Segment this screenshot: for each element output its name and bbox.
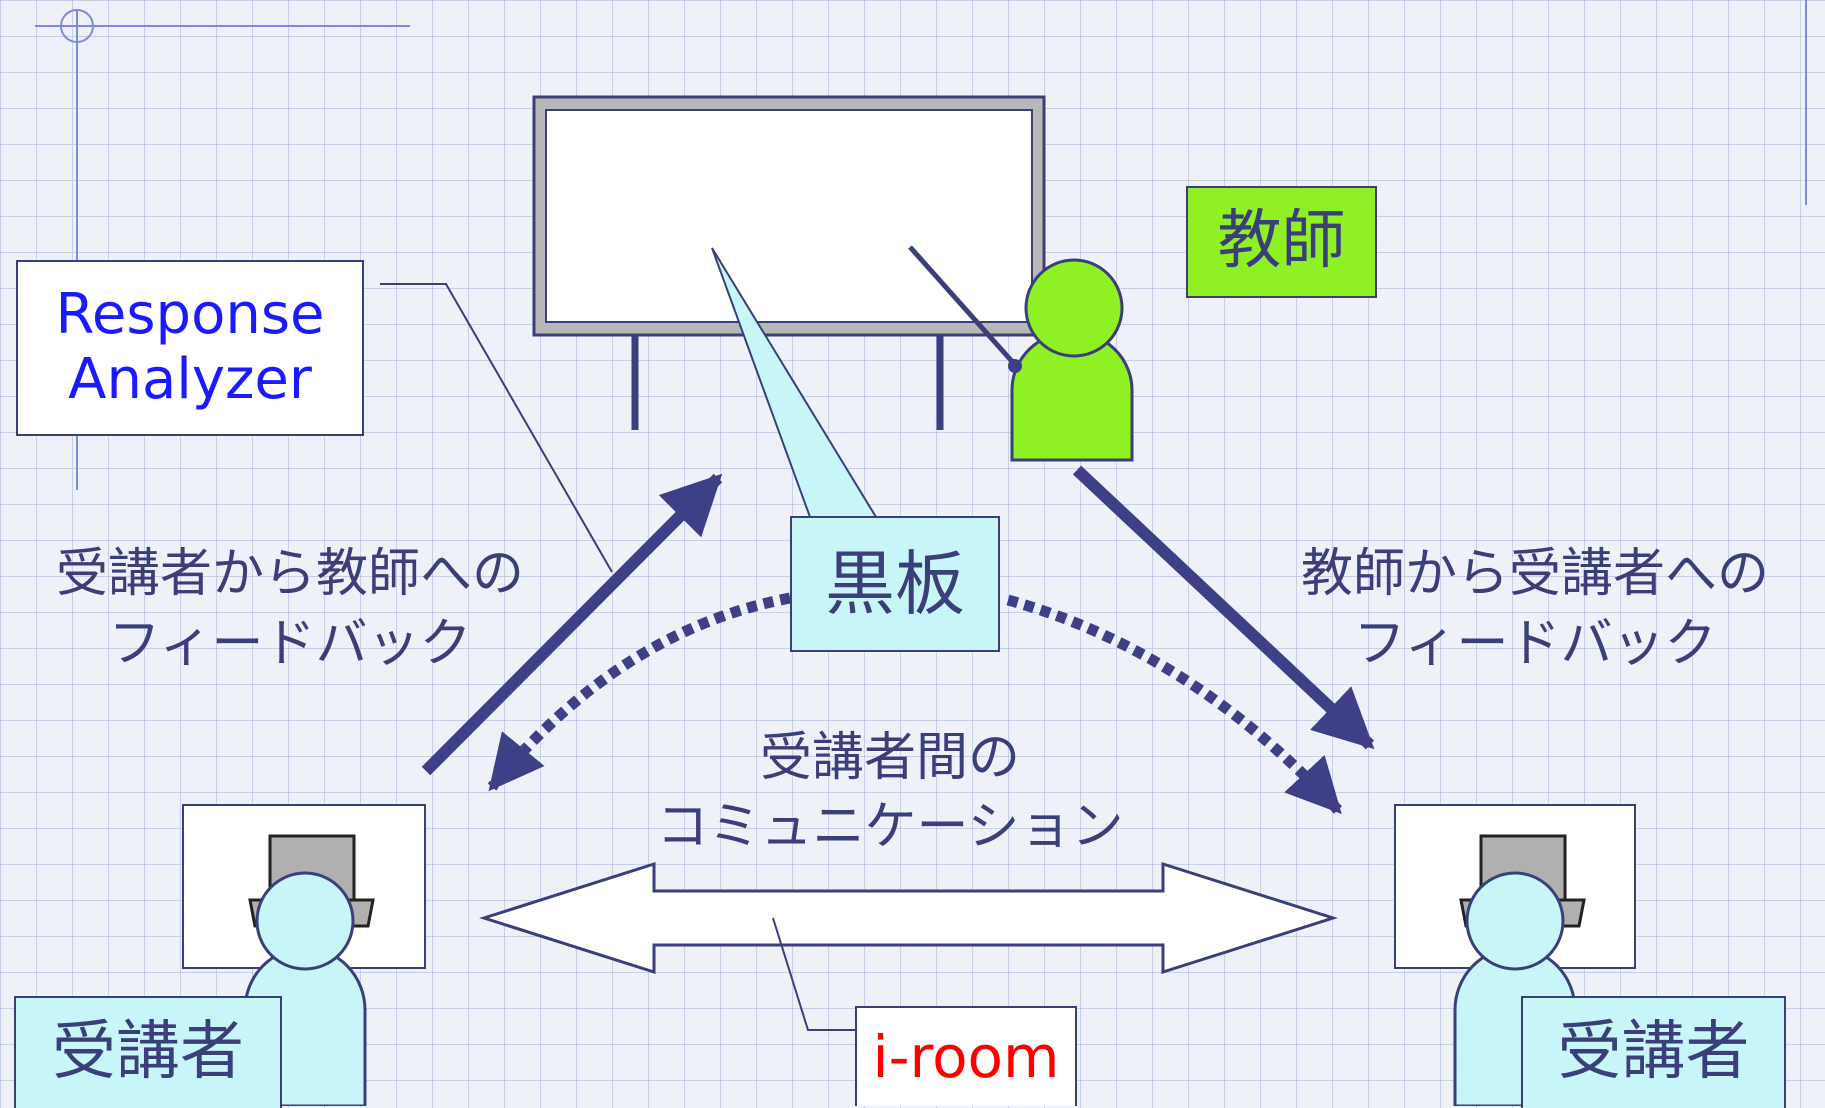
response-analyzer-box: Response Analyzer	[16, 260, 364, 436]
left-student-label-box: 受講者	[14, 996, 282, 1108]
left-student-label: 受講者	[52, 1015, 244, 1090]
student-to-teacher-feedback-label: 受講者から教師への フィードバック	[55, 544, 524, 674]
teacher-figure-icon	[1010, 258, 1134, 462]
left-student-station	[182, 804, 426, 1106]
analyzer-leader-line	[380, 283, 613, 573]
right-student-label-box: 受講者	[1521, 996, 1786, 1108]
iroom-label: i-room	[872, 1022, 1060, 1091]
student-to-teacher-arrow	[421, 473, 723, 776]
peer-communication-label: 受講者間の コミュニケーション	[656, 728, 1124, 857]
pointer-stick	[908, 245, 1019, 369]
blackboard-label-box: 黒板	[790, 516, 1000, 652]
iroom-leader-line	[772, 917, 855, 1031]
right-student-label: 受講者	[1557, 1015, 1750, 1090]
right-student-station	[1394, 804, 1636, 1106]
teacher-label-box: 教師	[1186, 186, 1377, 298]
pointer-grip	[1008, 359, 1022, 373]
blackboard-to-left-student-arrow	[487, 592, 792, 792]
peer-communication-double-arrow	[479, 861, 1338, 975]
blackboard-icon	[532, 95, 1046, 430]
teacher-to-student-feedback-label: 教師から受講者への フィードバック	[1300, 544, 1769, 674]
blackboard-label: 黒板	[825, 542, 965, 625]
iroom-label-box: i-room	[855, 1006, 1077, 1106]
teacher-label: 教師	[1217, 204, 1346, 279]
response-analyzer-label: Response Analyzer	[55, 282, 325, 412]
blackboard-to-right-student-arrow	[1006, 594, 1343, 815]
teacher-to-student-arrow	[1072, 465, 1375, 750]
